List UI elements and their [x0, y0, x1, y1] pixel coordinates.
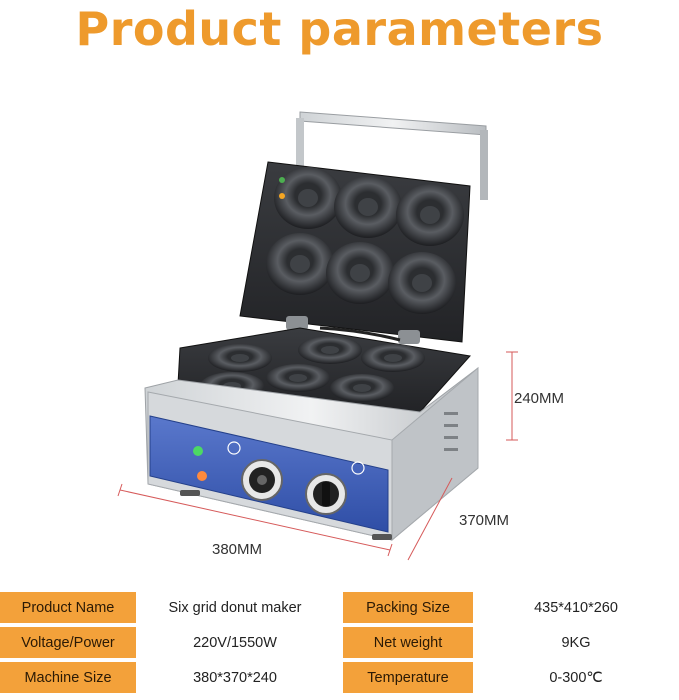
- timer-knob: [241, 459, 283, 501]
- lid-handle: [296, 111, 488, 200]
- dimension-lines: [117, 351, 518, 561]
- donut-maker-illustration: [117, 111, 518, 561]
- param-value: 220V/1550W: [136, 627, 334, 658]
- table-row: Machine Size 380*370*240 Temperature 0-3…: [0, 662, 679, 693]
- param-value: 435*410*260: [473, 592, 679, 623]
- height-dimension-label: 240MM: [514, 390, 565, 407]
- hinges: [286, 316, 420, 344]
- param-value: Six grid donut maker: [136, 592, 334, 623]
- param-value: 0-300℃: [473, 662, 679, 693]
- table-row: Product Name Six grid donut maker Packin…: [0, 592, 679, 623]
- control-panel: [149, 415, 389, 533]
- upper-donut-cavities: [266, 167, 464, 314]
- param-label: Temperature: [343, 662, 473, 693]
- upper-donut-plate: [239, 161, 471, 343]
- table-row: Voltage/Power 220V/1550W Net weight 9KG: [0, 627, 679, 658]
- param-value: 9KG: [473, 627, 679, 658]
- param-value: 380*370*240: [136, 662, 334, 693]
- param-label: Product Name: [0, 592, 136, 623]
- param-label: Net weight: [343, 627, 473, 658]
- product-photo-area: 240MM 370MM 380MM: [0, 80, 679, 580]
- width-dimension-label: 380MM: [212, 541, 263, 558]
- param-label: Machine Size: [0, 662, 136, 693]
- param-label: Voltage/Power: [0, 627, 136, 658]
- temperature-knob: [305, 473, 347, 515]
- power-indicator-light: [193, 446, 203, 456]
- heat-indicator-light: [197, 471, 207, 481]
- page-title: Product parameters: [75, 2, 604, 56]
- param-label: Packing Size: [343, 592, 473, 623]
- parameters-table: Product Name Six grid donut maker Packin…: [0, 588, 679, 697]
- depth-dimension-label: 370MM: [459, 512, 510, 529]
